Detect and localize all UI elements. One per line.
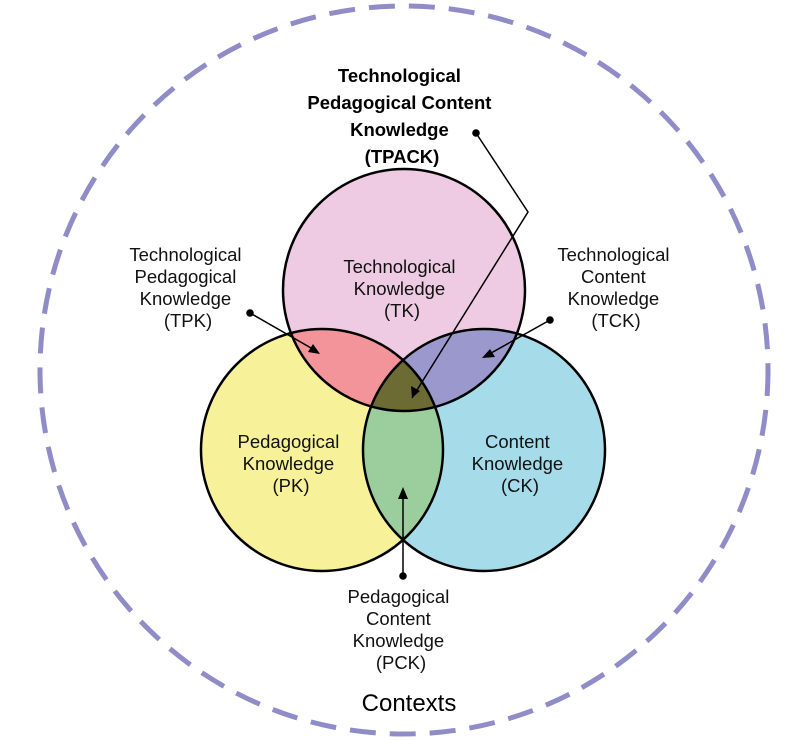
- pck-leader: [398, 487, 408, 580]
- tck-label: Technological Content Knowledge (TCK): [557, 244, 674, 331]
- tk-outline: [281, 167, 527, 413]
- pk-outline: [199, 327, 445, 573]
- contexts-ring: [37, 3, 771, 737]
- contexts-label: Contexts: [362, 690, 457, 717]
- tpack-label: Technological Pedagogical Content Knowle…: [307, 65, 496, 167]
- pk-label: Pedagogical Knowledge (PK): [238, 431, 345, 496]
- tk-label: Technological Knowledge (TK): [343, 256, 460, 321]
- tpack-region: [363, 329, 443, 411]
- tpk-leader: [246, 309, 320, 354]
- tpk-label: Technological Pedagogical Knowledge (TPK…: [129, 244, 246, 331]
- ck-outline: [361, 327, 607, 573]
- ck-label: Content Knowledge (CK): [472, 431, 569, 496]
- tpack-leader: [411, 129, 529, 399]
- pck-label: Pedagogical Content Knowledge (PCK): [348, 586, 455, 673]
- tck-leader: [482, 316, 554, 358]
